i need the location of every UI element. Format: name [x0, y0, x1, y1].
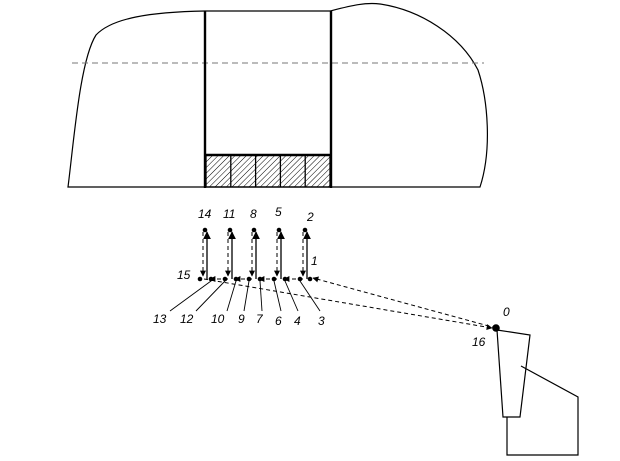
approach-path — [312, 276, 497, 329]
label-16: 16 — [472, 335, 486, 349]
label-14: 14 — [198, 207, 212, 221]
top-points — [202, 227, 308, 233]
hatched-cells — [205, 153, 331, 188]
label-2: 2 — [306, 210, 314, 224]
label-8: 8 — [250, 207, 257, 221]
label-12: 12 — [180, 312, 194, 326]
label-3: 3 — [318, 314, 325, 328]
label-7: 7 — [256, 312, 264, 326]
tool-holder — [496, 329, 579, 456]
label-9: 9 — [238, 312, 245, 326]
label-11: 11 — [223, 207, 235, 221]
label-15: 15 — [177, 268, 191, 282]
workpiece-outline — [67, 2, 488, 188]
label-13: 13 — [153, 312, 167, 326]
cut-paths — [200, 231, 311, 279]
label-4: 4 — [294, 314, 301, 328]
label-6: 6 — [275, 314, 282, 328]
label-10: 10 — [211, 312, 225, 326]
bottom-points — [197, 276, 313, 282]
label-0: 0 — [503, 305, 510, 319]
label-1: 1 — [311, 254, 318, 268]
leader-lines — [169, 280, 321, 312]
retract-path — [203, 278, 493, 331]
label-5: 5 — [275, 205, 282, 219]
